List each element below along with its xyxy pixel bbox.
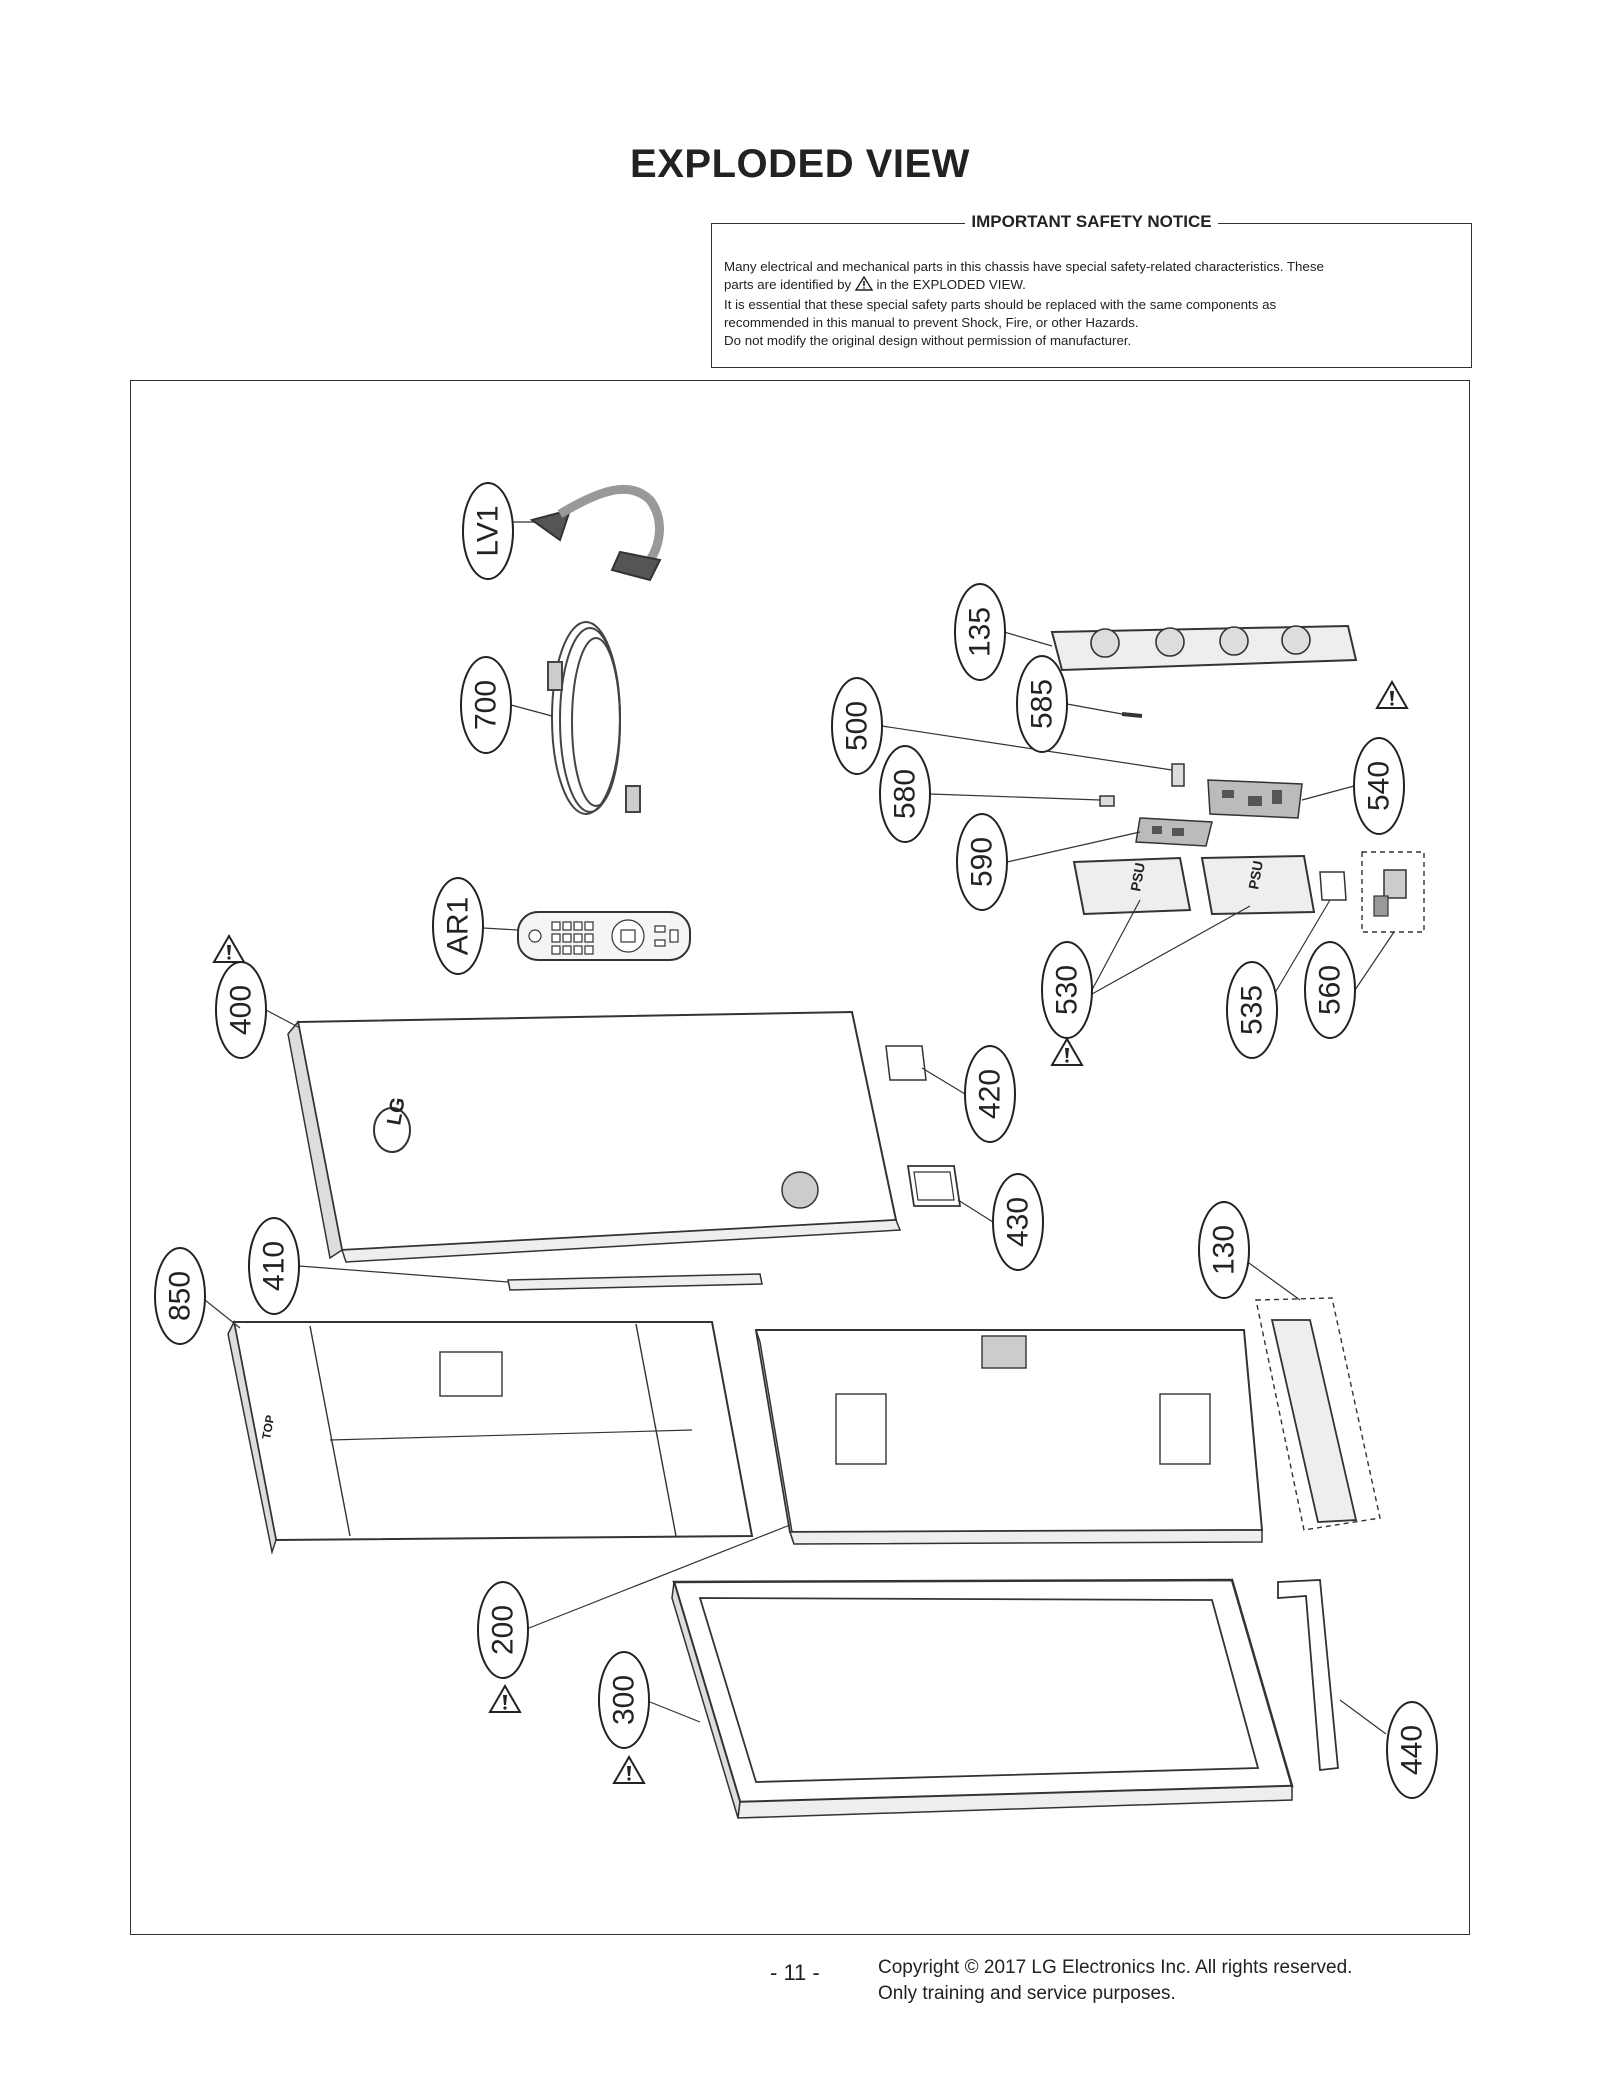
- callout-135: 135: [954, 583, 1006, 681]
- callout-130: 130: [1198, 1201, 1250, 1299]
- callout-130-text: 130: [1208, 1225, 1241, 1275]
- warning-triangle-icon: [1051, 1038, 1083, 1066]
- callout-850: 850: [154, 1247, 206, 1345]
- warning-triangle-icon: [213, 935, 245, 963]
- notice-line-3: It is essential that these special safet…: [724, 297, 1277, 312]
- callout-585-text: 585: [1026, 679, 1059, 729]
- warning-triangle-icon: [1376, 681, 1408, 709]
- part-580: [1099, 795, 1115, 807]
- psu-label-right: PSU: [1245, 859, 1266, 890]
- callout-420-text: 420: [974, 1069, 1007, 1119]
- speaker-bar-part: [1050, 624, 1358, 672]
- lg-logo: LG: [383, 1096, 409, 1127]
- callout-420: 420: [964, 1045, 1016, 1143]
- callout-135-text: 135: [964, 607, 997, 657]
- callout-440-text: 440: [1396, 1725, 1429, 1775]
- rear-frame-part: TOP: [227, 1319, 754, 1555]
- speaker-130-group: [1255, 1297, 1381, 1531]
- main-board-part: [1207, 779, 1303, 819]
- sheet-430-part: [906, 1165, 962, 1207]
- back-cover-part: LG: [287, 1010, 902, 1263]
- callout-580: 580: [879, 745, 931, 843]
- copyright-line-2: Only training and service purposes.: [878, 1983, 1176, 2004]
- callout-500-text: 500: [841, 701, 874, 751]
- callout-lv1: LV1: [462, 482, 514, 580]
- warning-triangle-icon: [613, 1756, 645, 1784]
- callout-560-text: 560: [1314, 965, 1347, 1015]
- psu-label-left: PSU: [1127, 861, 1148, 892]
- sheet-535-part: [1319, 871, 1347, 901]
- callout-440: 440: [1386, 1701, 1438, 1799]
- cable-585-part: [1121, 712, 1143, 718]
- callout-535: 535: [1226, 961, 1278, 1059]
- notice-line-5: Do not modify the original design withou…: [724, 333, 1132, 348]
- callout-410-text: 410: [258, 1241, 291, 1291]
- callout-430-text: 430: [1002, 1197, 1035, 1247]
- callout-410: 410: [248, 1217, 300, 1315]
- callout-300-text: 300: [608, 1675, 641, 1725]
- leader-lines: [199, 521, 1395, 1735]
- diagram-frame: [130, 380, 1470, 1935]
- callout-400: 400: [215, 961, 267, 1059]
- remote-control-part: [517, 911, 691, 961]
- notice-line-2a: parts are identified by: [724, 277, 852, 292]
- callout-ar1-text: AR1: [442, 897, 475, 955]
- psu-board-left-part: PSU: [1072, 856, 1192, 916]
- callout-585: 585: [1016, 655, 1068, 753]
- pad-420-part: [885, 1045, 927, 1081]
- callout-430: 430: [992, 1173, 1044, 1271]
- display-module-part: [754, 1329, 1264, 1545]
- callout-540: 540: [1353, 737, 1405, 835]
- psu-board-right-part: PSU: [1200, 854, 1316, 916]
- board-590-part: [1135, 817, 1213, 847]
- bracket-410-part: [507, 1273, 763, 1291]
- copyright-notice: Copyright © 2017 LG Electronics Inc. All…: [878, 1955, 1352, 2007]
- safety-notice-body: Many electrical and mechanical parts in …: [724, 258, 1459, 350]
- part-560-group: [1361, 851, 1425, 933]
- board-500-part: [1171, 763, 1185, 787]
- callout-200: 200: [477, 1581, 529, 1679]
- callout-850-text: 850: [164, 1271, 197, 1321]
- callout-530-text: 530: [1051, 965, 1084, 1015]
- copyright-line-1: Copyright © 2017 LG Electronics Inc. All…: [878, 1957, 1353, 1978]
- front-frame-part: [671, 1578, 1294, 1819]
- callout-590: 590: [956, 813, 1008, 911]
- callout-530: 530: [1041, 941, 1093, 1039]
- callout-400-text: 400: [225, 985, 258, 1035]
- callout-540-text: 540: [1363, 761, 1396, 811]
- callout-500: 500: [831, 677, 883, 775]
- warning-triangle-icon: [854, 275, 874, 296]
- callout-535-text: 535: [1236, 985, 1269, 1035]
- notice-line-4: recommended in this manual to prevent Sh…: [724, 315, 1139, 330]
- safety-notice-title: IMPORTANT SAFETY NOTICE: [965, 212, 1218, 231]
- warning-triangle-icon: [489, 1685, 521, 1713]
- notice-line-1: Many electrical and mechanical parts in …: [724, 259, 1324, 274]
- callout-200-text: 200: [487, 1605, 520, 1655]
- callout-ar1: AR1: [432, 877, 484, 975]
- notice-line-2: parts are identified by in the EXPLODED …: [724, 275, 1459, 296]
- callout-560: 560: [1304, 941, 1356, 1039]
- lv1-cable-part: [529, 484, 664, 582]
- callout-700: 700: [460, 656, 512, 754]
- power-cord-part: [547, 621, 641, 815]
- callout-700-text: 700: [470, 680, 503, 730]
- callout-590-text: 590: [966, 837, 999, 887]
- callout-lv1-text: LV1: [472, 505, 505, 556]
- callout-580-text: 580: [889, 769, 922, 819]
- page-title: EXPLODED VIEW: [630, 142, 970, 186]
- callout-300: 300: [598, 1651, 650, 1749]
- safety-notice-box: IMPORTANT SAFETY NOTICE Many electrical …: [711, 212, 1472, 368]
- top-label: TOP: [259, 1414, 277, 1441]
- strip-440-part: [1277, 1579, 1339, 1771]
- notice-line-2b: in the EXPLODED VIEW.: [876, 277, 1026, 292]
- page-number: - 11 -: [770, 1960, 820, 1985]
